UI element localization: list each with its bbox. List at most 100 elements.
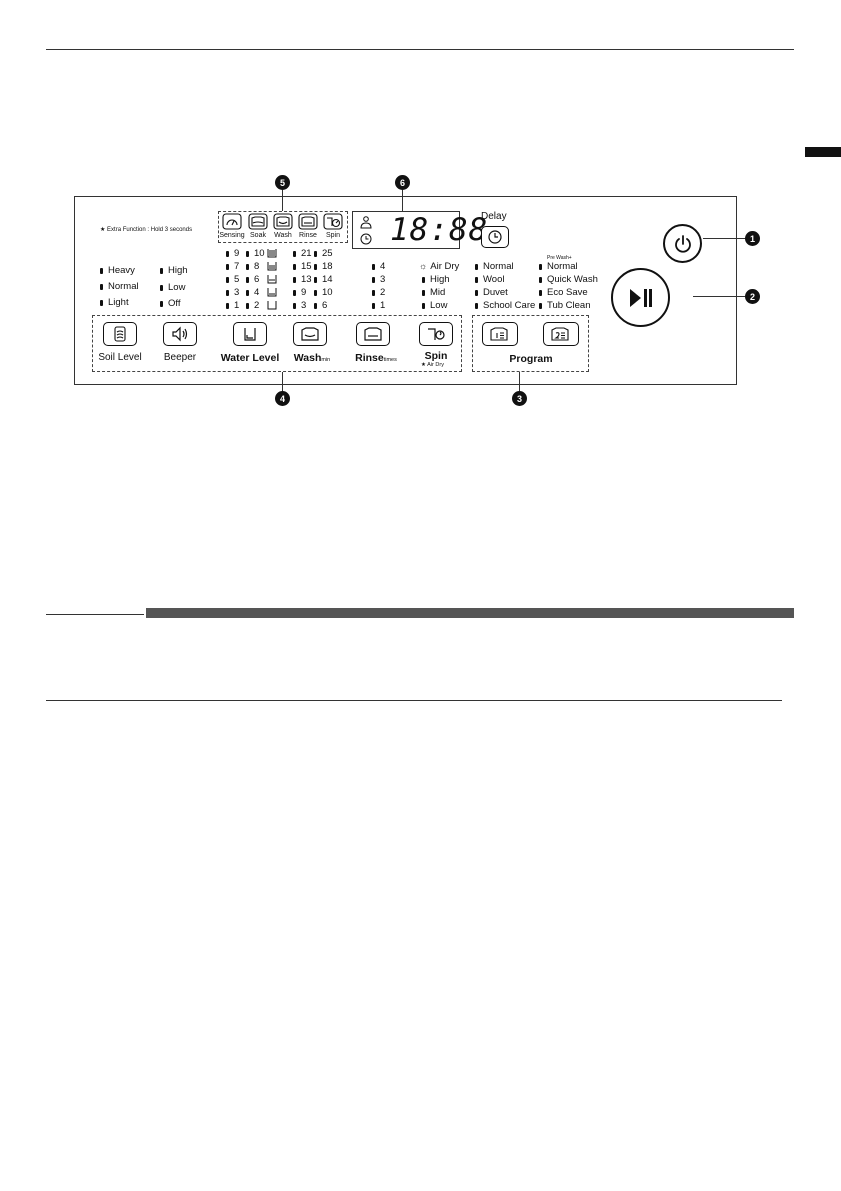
callout-6: 6: [395, 175, 410, 190]
program-button-1[interactable]: [482, 322, 518, 346]
step-icons: [221, 213, 345, 236]
speaker-icon: [172, 326, 188, 342]
step-label-spin: Spin: [325, 232, 340, 239]
soak-icon: [248, 213, 268, 230]
spin-low: Low: [422, 300, 447, 311]
water-level-icon: [244, 328, 256, 341]
soil-level-heavy: Heavy: [100, 265, 135, 276]
wash-time-9: 9: [293, 287, 306, 298]
spin-mid: Mid: [422, 287, 445, 298]
water-level-3: 3: [226, 287, 239, 298]
water-tub-icon-full: [267, 249, 277, 258]
sensing-icon: [222, 213, 242, 230]
step-label-soak: Soak: [250, 232, 266, 239]
program-tub-clean: Tub Clean: [539, 300, 590, 311]
wash-time-3: 3: [293, 300, 306, 311]
wash-label: Washmin: [293, 352, 331, 364]
spin-swirl-icon: [428, 328, 445, 340]
rinse-shirt-icon: [364, 327, 382, 341]
spin-button[interactable]: [419, 322, 453, 346]
step-label-rinse: Rinse: [299, 232, 317, 239]
start-pause-button[interactable]: [611, 268, 670, 327]
wash-time-13: 13: [293, 274, 312, 285]
extra-function-note: ★ Extra Function : Hold 3 seconds: [100, 227, 193, 233]
program-normal: Normal: [475, 261, 514, 272]
side-tab: [805, 147, 841, 157]
program-prewash-prefix: Pre Wash+: [547, 255, 572, 261]
soil-level-button[interactable]: [103, 322, 137, 346]
water-level-2: 2: [246, 300, 259, 311]
soil-level-icon: [114, 326, 126, 342]
callout-6-leader: [402, 190, 403, 211]
callout-2-leader: [693, 296, 745, 297]
callout-3: 3: [512, 391, 527, 406]
soil-level-light: Light: [100, 297, 129, 308]
beeper-label: Beeper: [163, 352, 197, 363]
step-label-wash: Wash: [274, 232, 292, 239]
program-label: Program: [509, 353, 553, 365]
wash-button[interactable]: [293, 322, 327, 346]
soil-level-normal: Normal: [100, 281, 139, 292]
water-level-7: 7: [226, 261, 239, 272]
water-level-10: 10: [246, 248, 265, 259]
wash-shirt-icon: [301, 327, 319, 341]
clock-icon: [488, 230, 502, 244]
rinse-label: Rinsetimes: [355, 352, 397, 364]
program-button-2[interactable]: [543, 322, 579, 346]
spin-label: Spin: [424, 350, 448, 362]
water-tub-icon-empty: [267, 301, 277, 310]
step-label-sensing: Sensing: [219, 232, 245, 239]
water-level-button[interactable]: [233, 322, 267, 346]
callout-1-leader: [703, 238, 746, 239]
rinse-times-2: 2: [372, 287, 385, 298]
water-level-9: 9: [226, 248, 239, 259]
program-button-group: [472, 315, 589, 372]
water-level-label: Water Level: [220, 352, 280, 364]
spin-high: High: [422, 274, 450, 285]
section-header-bar: [146, 608, 794, 618]
program-wool: Wool: [475, 274, 504, 285]
water-level-5: 5: [226, 274, 239, 285]
callout-5: 5: [275, 175, 290, 190]
beeper-button[interactable]: [163, 322, 197, 346]
sun-icon: ☼: [419, 261, 428, 271]
spin-icon: [323, 213, 343, 230]
rinse-button[interactable]: [356, 322, 390, 346]
rinse-times-4: 4: [372, 261, 385, 272]
beeper-level-high: High: [160, 265, 188, 276]
wash-time-6: 6: [314, 300, 327, 311]
wash-time-15: 15: [293, 261, 312, 272]
rinse-times-3: 3: [372, 274, 385, 285]
callout-3-leader: [519, 372, 520, 392]
program-eco-save: Eco Save: [539, 287, 588, 298]
water-tub-icon-low: [267, 288, 277, 297]
spin-air-dry: ☼Air Dry: [419, 261, 460, 272]
program-duvet: Duvet: [475, 287, 508, 298]
timer-icon: [360, 233, 372, 245]
delay-label: Delay: [481, 211, 507, 222]
display-digits: 18:88: [390, 212, 489, 248]
power-icon: [674, 234, 691, 253]
program-1-icon: [490, 327, 508, 341]
water-level-8: 8: [246, 261, 259, 272]
program-prewash-normal: Normal: [539, 261, 578, 272]
delay-button[interactable]: [481, 226, 509, 248]
power-button[interactable]: [663, 224, 702, 263]
wash-time-10: 10: [314, 287, 333, 298]
program-2-icon: [551, 327, 569, 341]
callout-1: 1: [745, 231, 760, 246]
beeper-level-off: Off: [160, 298, 181, 309]
soil-level-label: Soil Level: [98, 352, 142, 363]
step-indicator-group: [218, 211, 348, 243]
wash-time-18: 18: [314, 261, 333, 272]
callout-2: 2: [745, 289, 760, 304]
water-level-6: 6: [246, 274, 259, 285]
water-tub-icon-high: [267, 262, 277, 271]
water-level-1: 1: [226, 300, 239, 311]
rinse-times-1: 1: [372, 300, 385, 311]
program-quick-wash: Quick Wash: [539, 274, 598, 285]
wash-time-25: 25: [314, 248, 333, 259]
section-bottom-rule: [46, 700, 782, 701]
rinse-icon: [298, 213, 318, 230]
wash-time-21: 21: [293, 248, 312, 259]
